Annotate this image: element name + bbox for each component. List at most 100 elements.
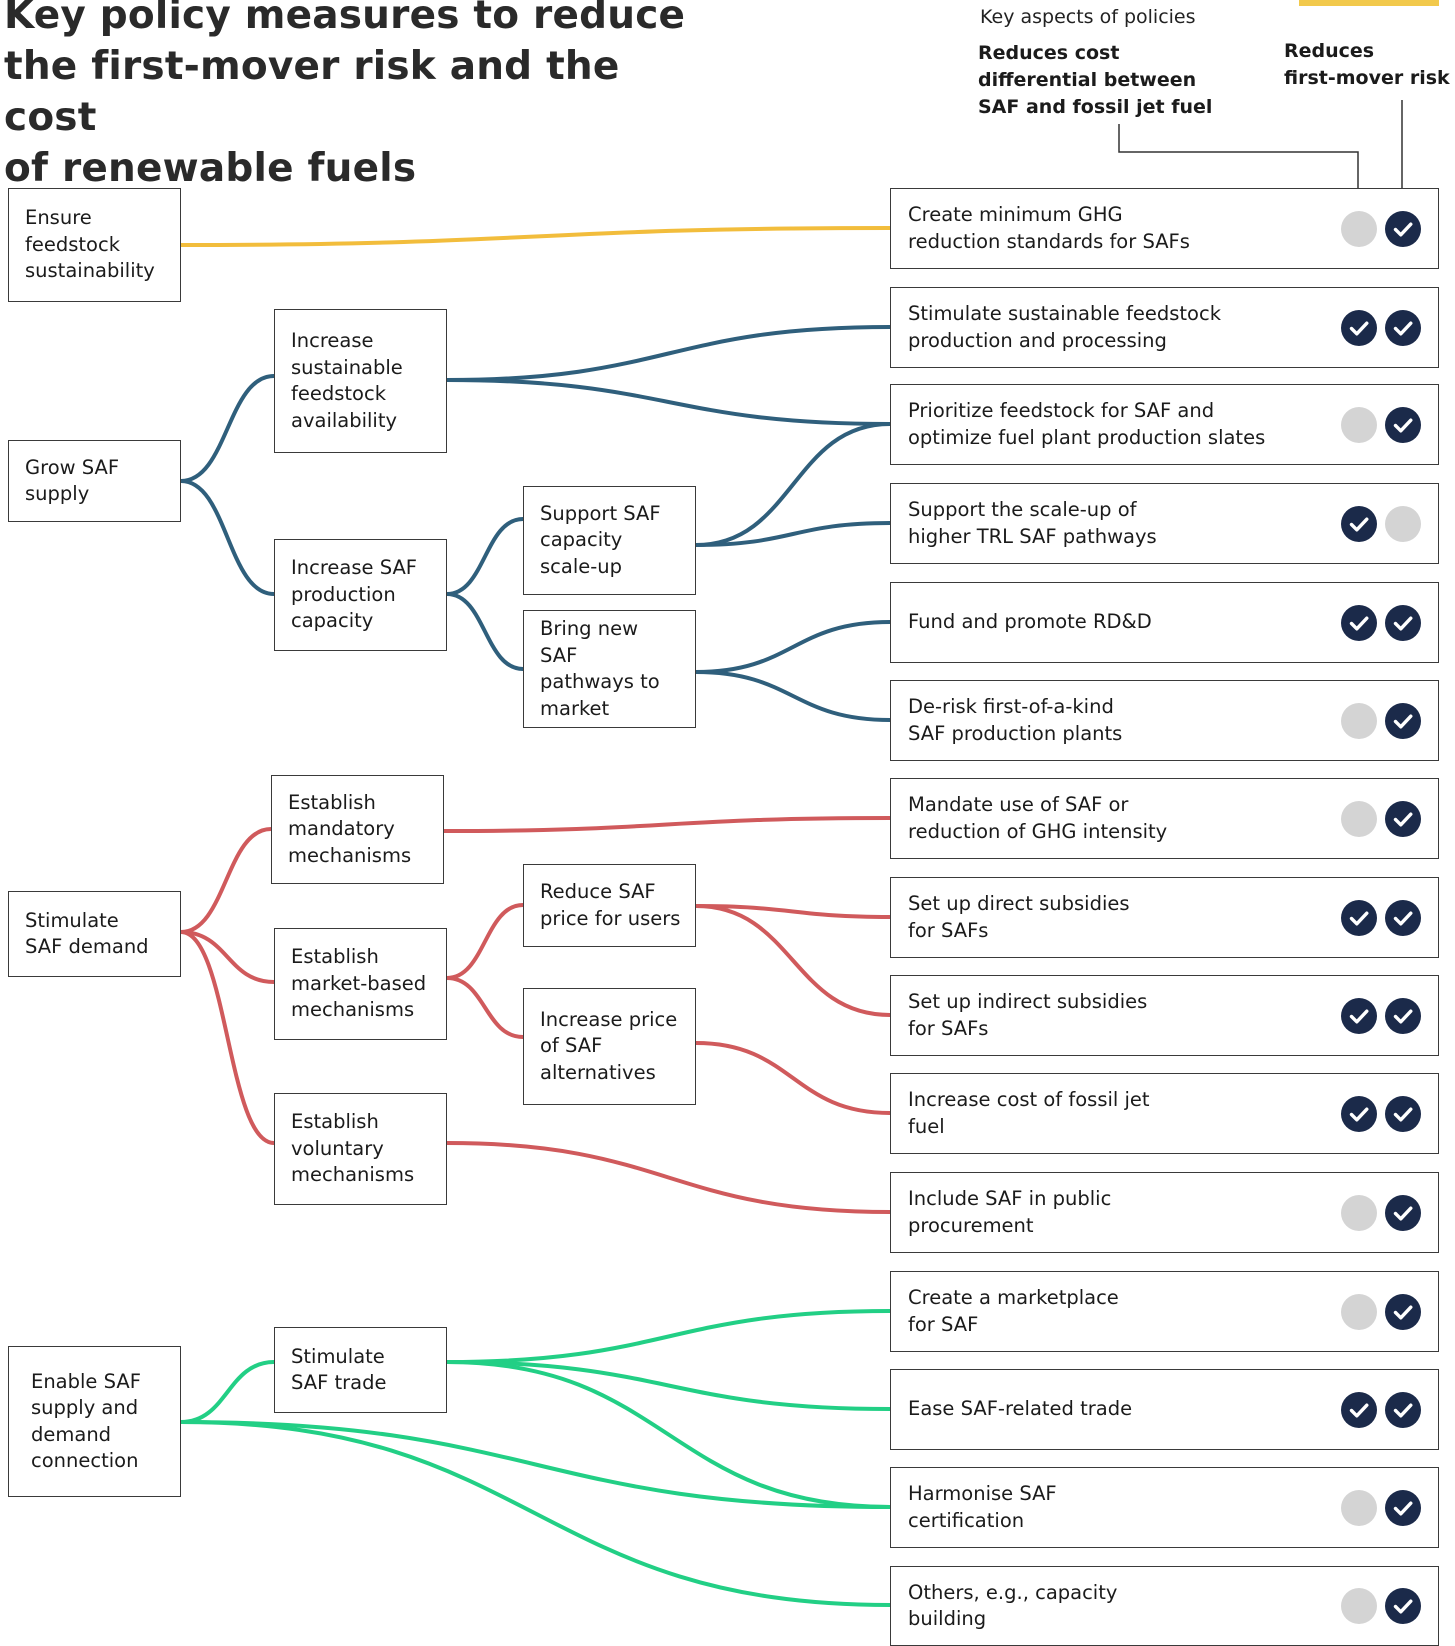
subgoal-market-based-mechanisms: Establish market-based mechanisms [274,928,447,1040]
connector-feedstock [180,226,891,247]
policy-box: Ease SAF-related trade [890,1369,1439,1450]
subgoal-label: Establish mandatory mechanisms [288,790,412,867]
connector-supply [446,517,524,596]
policy-box: Harmonise SAF certification [890,1467,1439,1548]
policy-label: Increase cost of fossil jet fuel [908,1088,1150,1138]
action-new-saf-pathways: Bring new SAF pathways to market [523,610,696,728]
subgoal-label: Establish voluntary mechanisms [291,1110,415,1187]
policy-label: Mandate use of SAF or reduction of GHG i… [908,793,1168,843]
subgoal-label: Increase SAF production capacity [291,556,418,633]
legend-risk-label: Reduces first-mover risk [1284,40,1450,89]
connector-supply [695,422,891,547]
connector-demand [180,930,275,1145]
cost-indicator-empty-icon [1341,1588,1377,1624]
connector-supply [446,325,891,382]
diagram-title: Key policy measures to reduce the first-… [4,0,686,191]
cost-indicator-empty-icon [1341,1194,1377,1231]
connector-demand [180,827,272,934]
policy-box: Include SAF in public procurement [890,1172,1439,1253]
policy-box: Set up direct subsidies for SAFs [890,877,1439,958]
risk-indicator-check-icon [1385,1391,1421,1428]
policy-label: Set up direct subsidies for SAFs [908,892,1130,942]
policy-box: Mandate use of SAF or reduction of GHG i… [890,778,1439,859]
cost-indicator-check-icon [1341,899,1377,936]
risk-indicator-check-icon [1385,1293,1421,1330]
risk-indicator-check-icon [1385,1194,1421,1231]
policy-box: Increase cost of fossil jet fuel [890,1073,1439,1154]
policy-box: Others, e.g., capacity building [890,1566,1439,1646]
risk-indicator-check-icon [1385,1489,1421,1526]
goal-label: Stimulate SAF demand [25,908,149,959]
subgoal-label: Increase sustainable feedstock availabil… [291,329,403,432]
goal-label: Grow SAF supply [25,455,120,506]
risk-indicator-check-icon [1385,210,1421,247]
subgoal-feedstock-availability: Increase sustainable feedstock availabil… [274,309,447,453]
cost-indicator-check-icon [1341,505,1377,542]
policy-label: Fund and promote RD&D [908,610,1152,634]
risk-indicator-empty-icon [1385,505,1421,542]
connector-supply [446,378,891,426]
cost-indicator-check-icon [1341,309,1377,346]
goal-label: Enable SAF supply and demand connection [31,1369,141,1473]
cost-indicator-check-icon [1341,997,1377,1034]
connector-supply [180,479,275,596]
subgoal-label: Stimulate SAF trade [291,1344,387,1395]
policy-label: Prioritize feedstock for SAF and optimiz… [908,399,1266,449]
connector-demand [446,976,524,1039]
policy-box: Set up indirect subsidies for SAFs [890,975,1439,1056]
policy-label: Ease SAF-related trade [908,1397,1133,1421]
policy-box: Support the scale-up of higher TRL SAF p… [890,483,1439,564]
policy-label: Others, e.g., capacity building [908,1580,1118,1631]
connector-supply [180,374,275,483]
cost-indicator-empty-icon [1341,800,1377,837]
legend-heading: Key aspects of policies [980,6,1196,28]
legend-accent-bar [1299,0,1439,6]
connector-demand [695,904,891,1017]
goal-enable-connection: Enable SAF supply and demand connection [8,1346,181,1497]
policy-label: Include SAF in public procurement [908,1187,1112,1237]
cost-indicator-empty-icon [1341,1489,1377,1526]
risk-indicator-check-icon [1385,1095,1421,1132]
connector-connection [180,1420,891,1509]
risk-indicator-check-icon [1385,604,1421,641]
connector-connection [446,1309,891,1364]
action-increase-alternatives-price: Increase price of SAF alternatives [523,988,696,1105]
cost-indicator-empty-icon [1341,210,1377,247]
policy-label: Support the scale-up of higher TRL SAF p… [908,498,1157,548]
connector-demand [446,903,524,980]
cost-indicator-check-icon [1341,604,1377,641]
policy-box: Stimulate sustainable feedstock producti… [890,287,1439,368]
policy-label: Create a marketplace for SAF [908,1286,1119,1336]
connector-supply [446,592,524,671]
policy-box: Create a marketplace for SAF [890,1271,1439,1352]
policy-box: Fund and promote RD&D [890,582,1439,663]
connector-connection [180,1420,891,1607]
connector-demand [695,904,891,919]
policy-label: Harmonise SAF certification [908,1482,1057,1532]
subgoal-label: Establish market-based mechanisms [291,945,427,1022]
action-label: Increase price of SAF alternatives [540,1007,678,1084]
risk-indicator-check-icon [1385,309,1421,346]
connector-demand [695,1041,891,1115]
policy-label: Stimulate sustainable feedstock producti… [908,302,1221,352]
policy-label: Set up indirect subsidies for SAFs [908,990,1148,1040]
connector-supply [695,521,891,547]
subgoal-voluntary-mechanisms: Establish voluntary mechanisms [274,1093,447,1205]
action-reduce-saf-price: Reduce SAF price for users [523,864,696,947]
legend-cost-label: Reduces cost differential between SAF an… [978,42,1213,118]
legend-cost-leader-line [1118,124,1359,208]
goal-label: Ensure feedstock sustainability [25,206,155,283]
connector-connection [446,1360,891,1411]
connector-supply [695,620,891,674]
risk-indicator-check-icon [1385,406,1421,443]
policy-box: De-risk first-of-a-kind SAF production p… [890,680,1439,761]
cost-indicator-check-icon [1341,1391,1377,1428]
subgoal-stimulate-saf-trade: Stimulate SAF trade [274,1327,447,1413]
cost-indicator-empty-icon [1341,702,1377,739]
risk-indicator-check-icon [1385,800,1421,837]
cost-indicator-empty-icon [1341,1293,1377,1330]
action-label: Reduce SAF price for users [540,880,681,930]
connector-supply [695,670,891,722]
policy-box: Create minimum GHG reduction standards f… [890,188,1439,269]
